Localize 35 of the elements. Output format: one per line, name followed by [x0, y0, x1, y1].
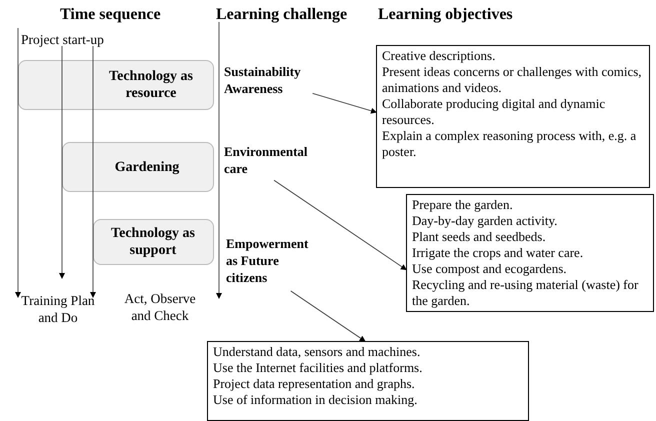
stage-label: Training Plan and Do	[20, 292, 96, 326]
challenge-text: Environmental care	[224, 143, 309, 177]
objective-text: Irrigate the crops and water care.	[412, 245, 584, 261]
column-heading: Time sequence	[60, 6, 161, 24]
objectives-box	[406, 194, 654, 312]
objective-text: Prepare the garden.	[412, 197, 514, 213]
objective-text: Use of information in decision making.	[213, 392, 418, 408]
phase-box	[62, 142, 214, 192]
challenge-text: Empowerment as Future citizens	[226, 235, 310, 286]
objective-text: Recycling and re-using material (waste) for the garden.	[412, 277, 640, 309]
objective-text: Plant seeds and seedbeds.	[412, 229, 547, 245]
arrow	[290, 290, 366, 342]
phase-box	[18, 60, 214, 110]
objective-text: Explain a complex reasoning process with, e.g. a poster.	[382, 128, 638, 160]
objective-text: Project data representation and graphs.	[213, 376, 416, 392]
phase-title: Technology as support	[110, 225, 196, 259]
objective-text: Present ideas concerns or challenges with comics, animations and videos.	[382, 64, 643, 96]
objective-text: Collaborate producing digital and dynamic resources.	[382, 96, 606, 128]
start-label: Project start-up	[21, 31, 104, 48]
objective-text: Understand data, sensors and machines.	[213, 344, 422, 360]
objective-text: Use compost and ecogardens.	[412, 261, 568, 277]
column-heading: Learning objectives	[378, 6, 513, 24]
stage-label: Act, Observe and Check	[124, 290, 196, 324]
column-heading: Learning challenge	[216, 6, 348, 24]
objective-text: Use the Internet facilities and platforms.	[213, 360, 424, 376]
phase-box	[93, 219, 214, 265]
challenge-text: Sustainability Awareness	[224, 63, 302, 97]
objectives-box	[207, 341, 529, 421]
objective-text: Day-by-day garden activity.	[412, 213, 558, 229]
phase-title: Technology as resource	[108, 68, 194, 102]
phase-title: Gardening	[114, 158, 180, 176]
arrow	[274, 180, 407, 270]
objective-text: Creative descriptions.	[382, 48, 496, 64]
objectives-box	[376, 45, 650, 188]
arrow	[312, 93, 377, 114]
